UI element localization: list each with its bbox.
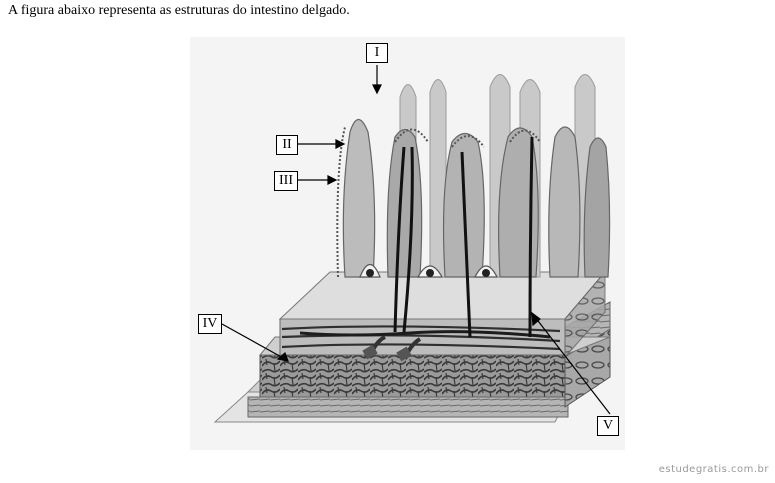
label-III: III: [274, 171, 298, 191]
intestine-drawing: [213, 65, 611, 423]
label-IV: IV: [198, 314, 222, 334]
label-V: V: [597, 416, 619, 436]
site-watermark: estudegratis.com.br: [658, 464, 769, 475]
label-II: II: [276, 135, 298, 155]
label-I: I: [366, 43, 388, 63]
question-text: A figura abaixo representa as estruturas…: [8, 3, 350, 18]
intestine-illustration: I II III IV V: [190, 37, 625, 450]
